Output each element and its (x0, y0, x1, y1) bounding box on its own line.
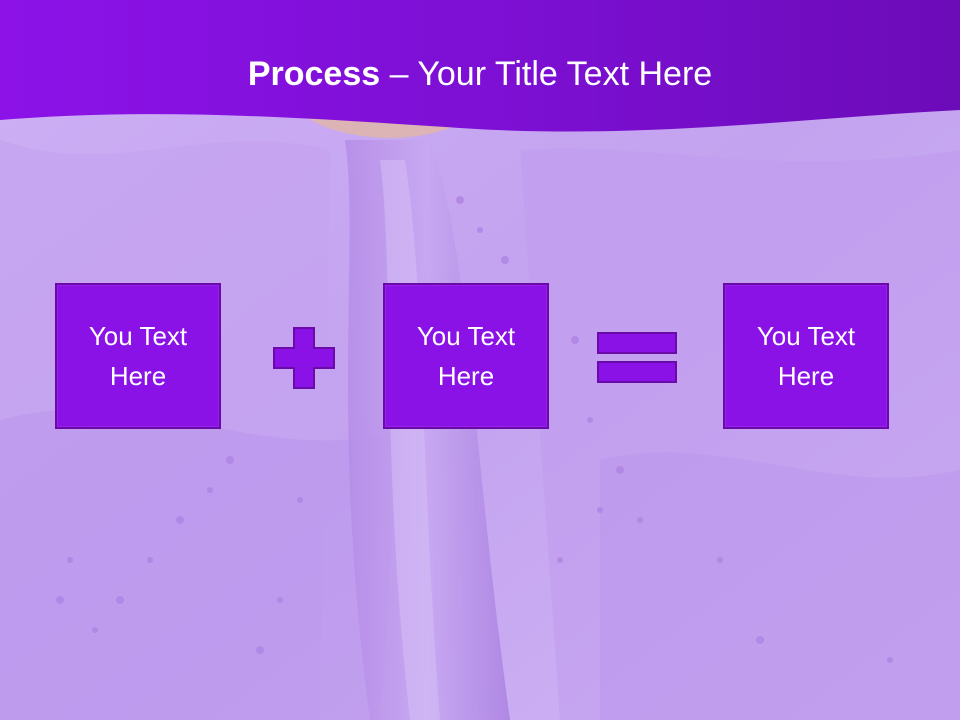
equals-icon (597, 332, 677, 383)
title-bold: Process (247, 55, 381, 93)
process-box-3[interactable]: You Text Here (723, 283, 889, 429)
process-box-1-text: You Text Here (88, 321, 188, 391)
header-band (0, 0, 960, 132)
process-box-3-text: You Text Here (756, 321, 856, 391)
process-box-2[interactable]: You Text Here (383, 283, 549, 429)
process-box-2-text: You Text Here (416, 321, 516, 391)
process-box-1[interactable]: You Text Here (55, 283, 221, 429)
slide-title: Process – Your Title Text Here (0, 52, 960, 96)
title-rest: – Your Title Text Here (380, 55, 713, 93)
plus-icon (273, 327, 335, 389)
